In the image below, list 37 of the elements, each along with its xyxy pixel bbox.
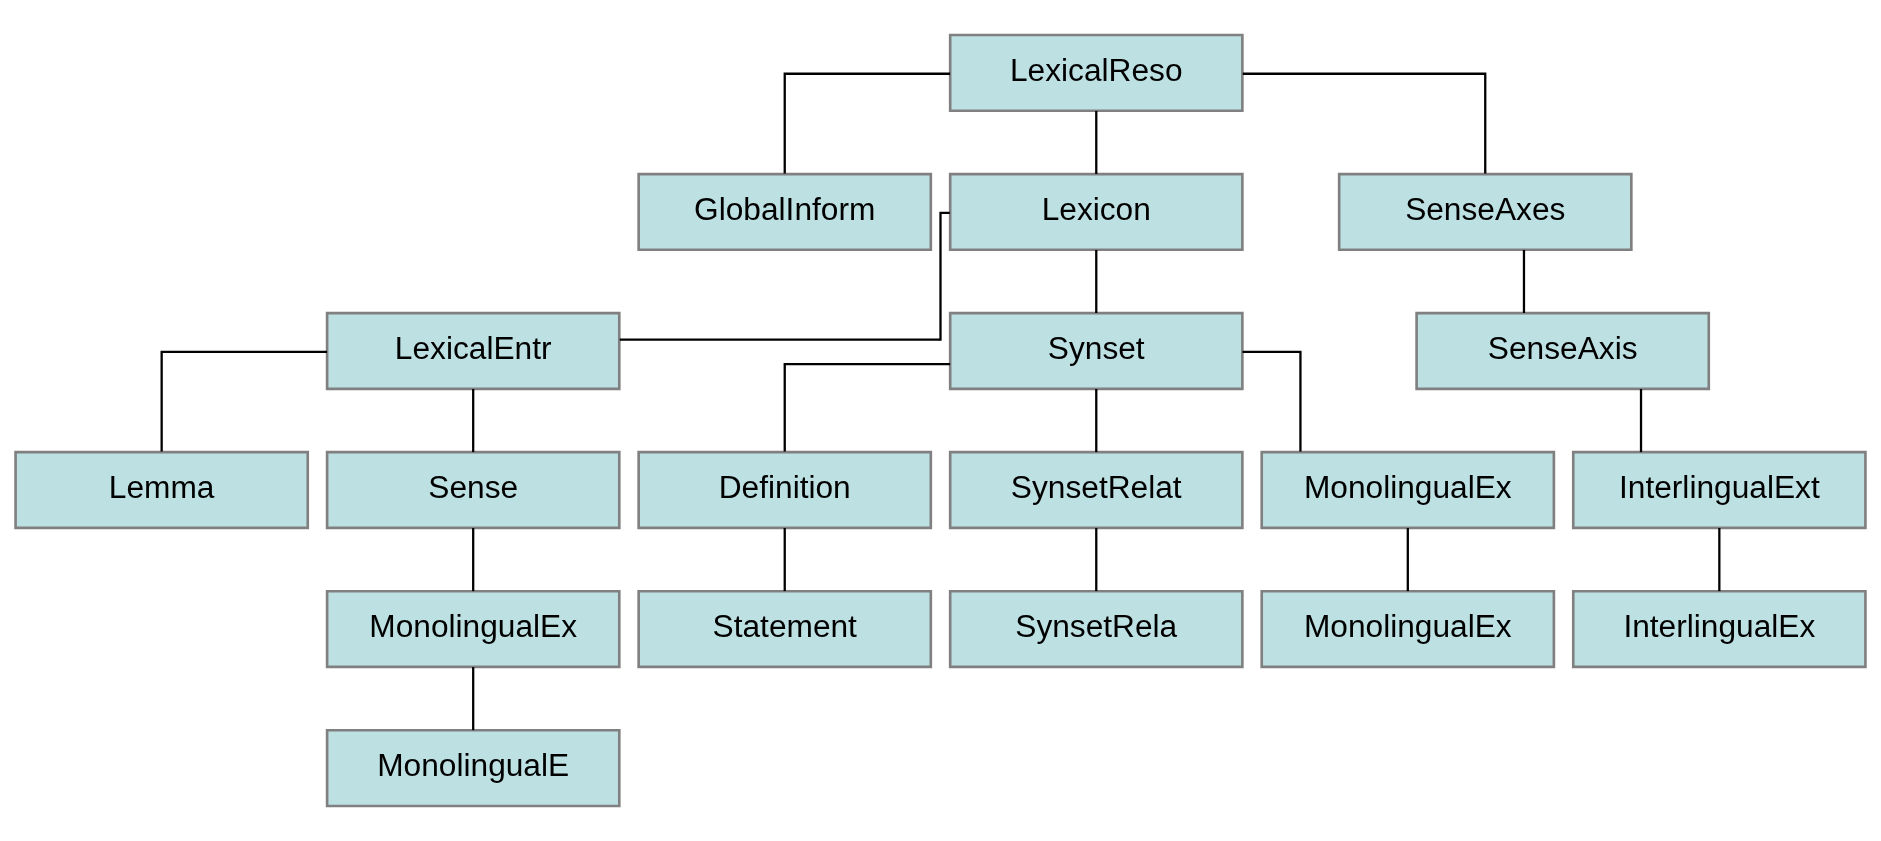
node-box: MonolingualE: [325, 728, 621, 808]
connector: [1095, 110, 1098, 174]
connector: [1718, 528, 1721, 592]
connector: [783, 363, 951, 452]
connector: [1242, 72, 1487, 174]
node-box: InterlingualEx: [1571, 589, 1867, 669]
connector: [1095, 389, 1098, 453]
node-box: Lexicon: [948, 172, 1244, 252]
node-box: MonolingualEx: [1260, 450, 1556, 530]
node-box: InterlingualExt: [1571, 450, 1867, 530]
connector: [160, 350, 327, 452]
node-box: LexicalReso: [948, 33, 1244, 113]
connector: [1095, 249, 1098, 314]
connector: [783, 72, 951, 174]
node-box: SenseAxes: [1337, 172, 1633, 252]
node-box: SynsetRela: [948, 589, 1244, 669]
node-box: MonolingualEx: [325, 589, 621, 669]
connector: [1406, 528, 1409, 592]
connector: [1242, 350, 1302, 452]
connector: [472, 528, 475, 592]
node-box: MonolingualEx: [1260, 589, 1556, 669]
node-box: Statement: [637, 589, 933, 669]
connector: [472, 667, 475, 731]
node-box: SynsetRelat: [948, 450, 1244, 530]
connector: [1522, 249, 1526, 314]
node-box: SenseAxis: [1415, 311, 1711, 391]
node-box: Sense: [325, 450, 621, 530]
connector: [1095, 528, 1098, 592]
node-box: LexicalEntr: [325, 311, 621, 391]
node-box: Definition: [637, 450, 933, 530]
node-box: GlobalInform: [637, 172, 933, 252]
node-box: Lemma: [14, 450, 310, 530]
connector: [1639, 389, 1643, 453]
node-box: Synset: [948, 311, 1244, 391]
connector: [619, 211, 950, 341]
connector: [472, 389, 475, 453]
connector: [783, 528, 786, 592]
